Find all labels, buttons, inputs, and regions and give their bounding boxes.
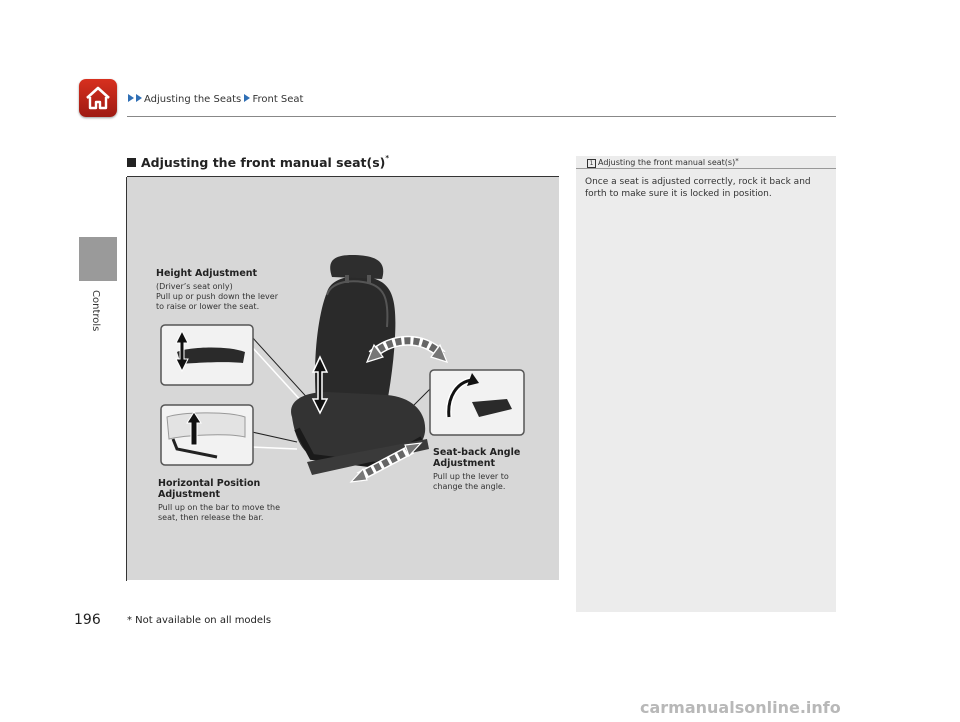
home-icon: [86, 86, 110, 110]
note-text: Once a seat is adjusted correctly, rock …: [585, 177, 811, 199]
breadcrumb-arrow-icon: [136, 94, 142, 102]
watermark-logo: carmanualsonline.info: [640, 698, 841, 717]
figure-top-border: [127, 176, 559, 177]
height-adjustment-label: Height Adjustment (Driver’s seat only) P…: [156, 268, 278, 311]
breadcrumb-item-adjusting-seats[interactable]: Adjusting the Seats: [144, 94, 242, 105]
seat-illustration: [160, 255, 525, 483]
chapter-label: Controls: [90, 290, 101, 332]
note-divider: [576, 168, 836, 169]
page-number: 196: [74, 612, 101, 628]
chapter-tab[interactable]: [79, 237, 117, 281]
horizontal-adjustment-label: Horizontal Position Adjustment Pull up o…: [158, 478, 281, 522]
breadcrumb-arrow-icon: [244, 94, 251, 102]
breadcrumb: Adjusting the Seats Front Seat: [128, 94, 303, 105]
figure-left-border: [126, 177, 127, 581]
home-button[interactable]: [79, 79, 117, 117]
footnote: * Not available on all models: [127, 615, 272, 626]
header-divider: [127, 116, 836, 117]
breadcrumb-item-front-seat[interactable]: Front Seat: [252, 94, 304, 105]
reference-icon: 1: [587, 159, 596, 168]
breadcrumb-arrow-icon: [128, 94, 134, 102]
availability-marker: *: [385, 154, 390, 162]
seat-adjustment-figure: Height Adjustment (Driver’s seat only) P…: [127, 177, 559, 580]
note-panel: [576, 156, 836, 612]
section-title: Adjusting the front manual seat(s)*: [127, 154, 390, 170]
seatback-adjustment-label: Seat-back Angle Adjustment Pull up the l…: [433, 447, 521, 491]
square-bullet-icon: [127, 158, 136, 167]
